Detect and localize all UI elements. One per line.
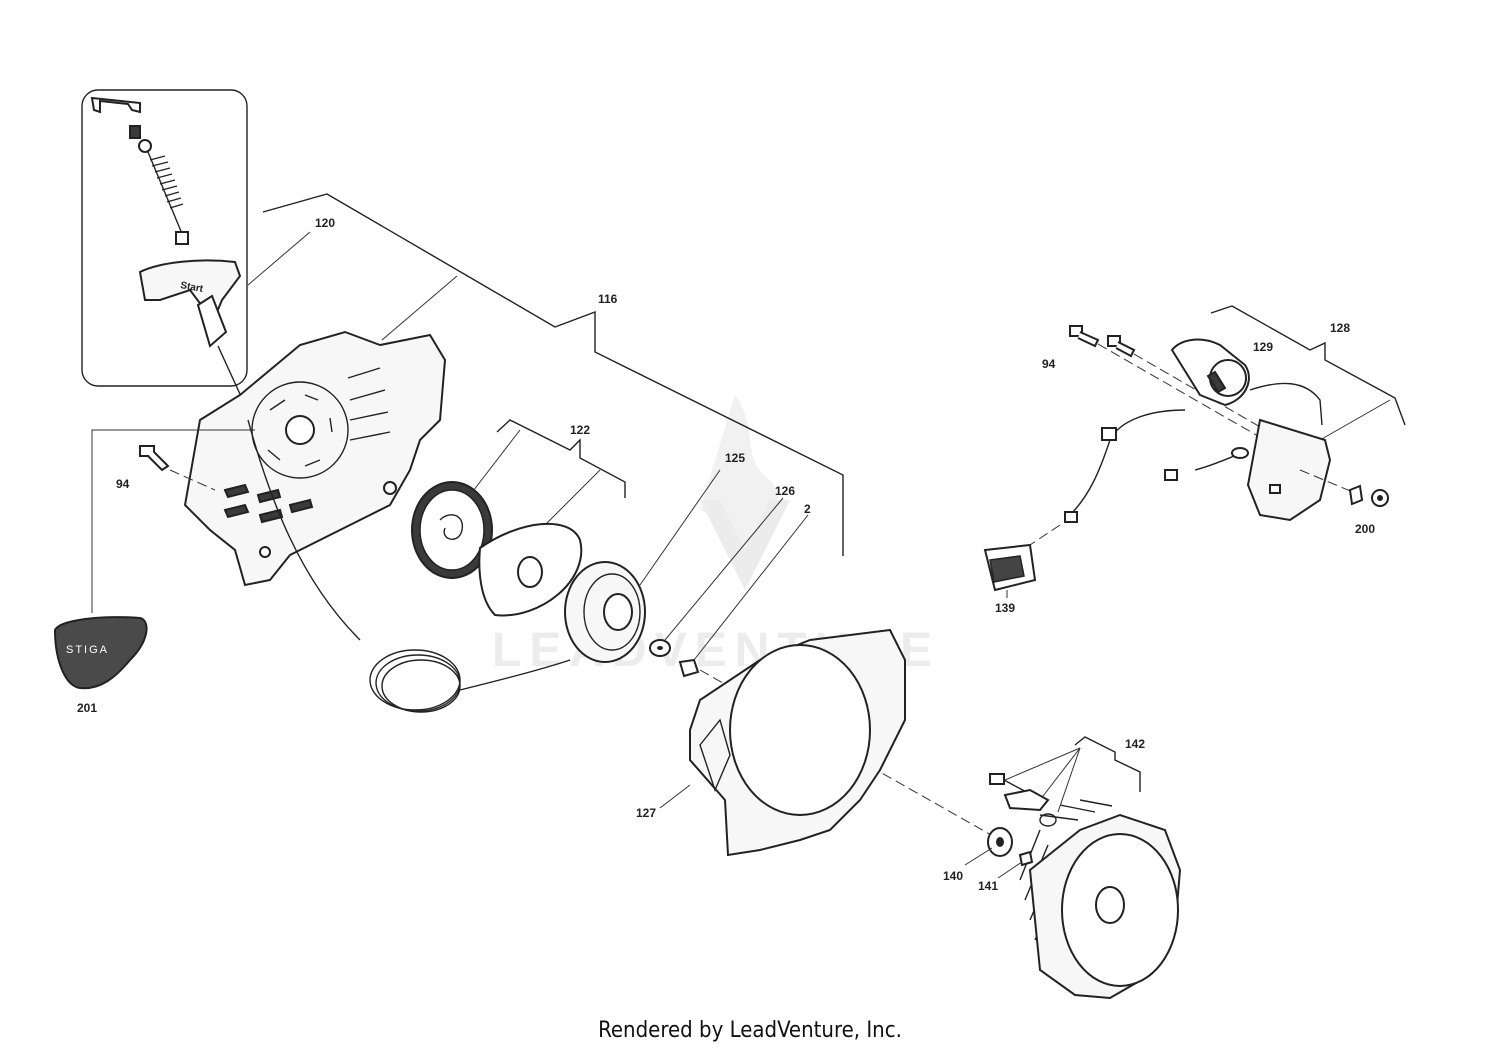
label-128: 128 <box>1330 321 1350 335</box>
choke-cable-inset: Start <box>81 89 248 406</box>
starter-rope <box>247 419 571 713</box>
label-201: 201 <box>77 701 97 715</box>
ignition-coil <box>1029 382 1361 546</box>
washer-and-screw <box>649 497 809 678</box>
flywheel-hardware <box>964 773 1057 879</box>
starter-housing <box>183 330 447 587</box>
label-142: 142 <box>1125 737 1145 751</box>
label-139: 139 <box>995 601 1015 615</box>
logo-text: STIGA <box>66 644 109 656</box>
bracket-122 <box>469 419 626 531</box>
spring-cover <box>478 522 583 617</box>
label-141: 141 <box>978 879 998 893</box>
label-200: 200 <box>1355 522 1375 536</box>
label-122: 122 <box>570 423 590 437</box>
spark-plug-cap <box>1170 338 1250 407</box>
label-127: 127 <box>636 806 656 820</box>
label-116: 116 <box>598 292 618 306</box>
screw-94-left <box>139 445 216 491</box>
switch <box>983 543 1037 598</box>
label-126: 126 <box>775 484 795 498</box>
logo-leader <box>91 429 255 613</box>
label-94-right: 94 <box>1042 357 1056 371</box>
label-140: 140 <box>943 869 963 883</box>
starter-pulley <box>564 469 721 663</box>
label-125: 125 <box>725 451 745 465</box>
nuts-200 <box>1348 484 1389 507</box>
recoil-spring <box>411 481 493 579</box>
label-129: 129 <box>1253 340 1273 354</box>
bracket-128 <box>1210 305 1406 441</box>
label-94-left: 94 <box>116 477 130 491</box>
footer-credit: Rendered by LeadVenture, Inc. <box>598 1018 902 1043</box>
start-handle-text: Start <box>179 280 204 295</box>
bracket-116 <box>262 193 844 556</box>
fan-housing <box>659 628 906 857</box>
flywheel <box>1004 736 1182 1000</box>
stiga-logo-badge: STIGA <box>53 616 148 690</box>
label-2: 2 <box>804 502 811 516</box>
label-120: 120 <box>315 216 335 230</box>
part-labels: 120 116 122 125 126 2 94 201 127 128 129… <box>77 216 1375 893</box>
